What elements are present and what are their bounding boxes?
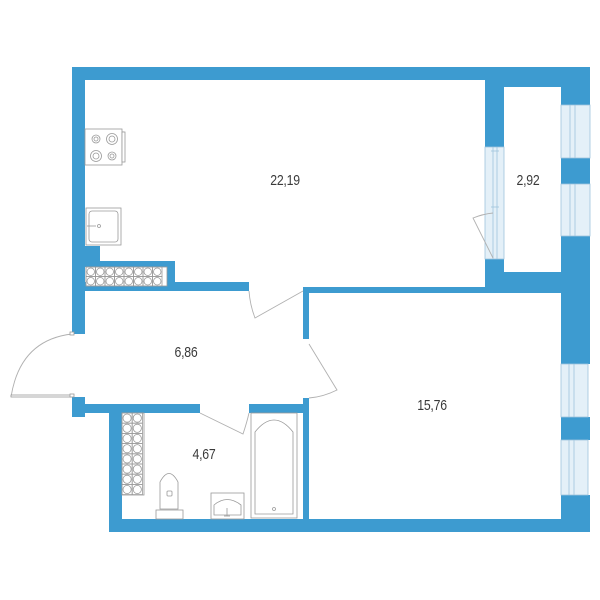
walls [72, 67, 590, 532]
room-area-bedroom: 15,76 [417, 397, 447, 414]
kitchen-door [248, 290, 304, 319]
room-area-balcony: 2,92 [516, 172, 540, 189]
window-balcony-top [560, 104, 591, 159]
entry-door [10, 331, 75, 398]
stove-icon [84, 128, 126, 166]
washbasin-icon [210, 492, 245, 520]
window-bedroom-bottom [560, 439, 589, 496]
bedroom-door [308, 343, 338, 399]
window-balcony-bottom [560, 183, 591, 237]
bathroom-door [199, 412, 250, 435]
toilet-icon [155, 473, 184, 520]
doors [10, 290, 338, 435]
window-bedroom-top [560, 363, 589, 418]
radiator-bathroom-icon [121, 412, 145, 496]
kitchen-sink-icon [85, 207, 122, 246]
windows [472, 104, 591, 496]
window-kitchen-balcony [472, 146, 505, 260]
bathtub-icon [250, 412, 298, 519]
room-area-kitchen-living: 22,19 [270, 172, 300, 189]
radiator-kitchen-icon [85, 266, 168, 287]
room-area-bathroom: 4,67 [192, 446, 216, 463]
room-area-hallway: 6,86 [174, 344, 198, 361]
